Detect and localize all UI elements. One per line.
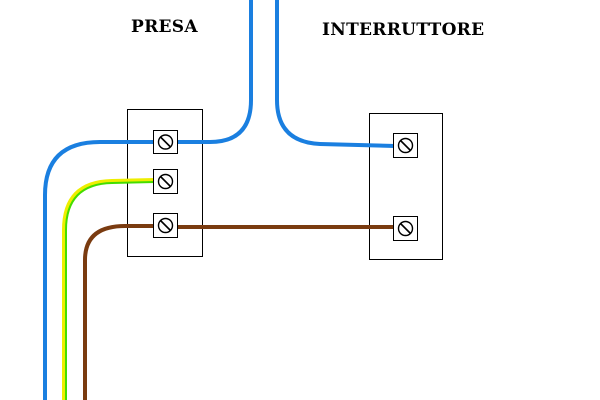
socket-terminal-middle	[153, 169, 178, 194]
switch-terminal-top	[393, 133, 418, 158]
wire-phase-to-switch-blue	[275, 0, 396, 148]
switch-box	[369, 113, 443, 260]
wire-return-brown	[83, 224, 155, 400]
terminal-screw-icon	[157, 134, 174, 150]
terminal-screw-icon	[397, 137, 414, 154]
terminal-screw-icon	[157, 217, 174, 234]
socket-label: PRESA	[131, 17, 198, 37]
wire-earth-yellow-green	[62, 178, 156, 400]
switch-terminal-bottom	[393, 216, 418, 241]
socket-terminal-top	[153, 130, 178, 154]
wire-neutral-blue	[43, 140, 155, 400]
wire-earth-green-stripe	[65, 181, 156, 400]
wire-phase-in-blue	[177, 0, 253, 144]
socket-terminal-bottom	[153, 213, 178, 238]
switch-label: INTERRUTTORE	[322, 20, 485, 40]
terminal-screw-icon	[157, 173, 174, 190]
terminal-screw-icon	[397, 220, 414, 237]
